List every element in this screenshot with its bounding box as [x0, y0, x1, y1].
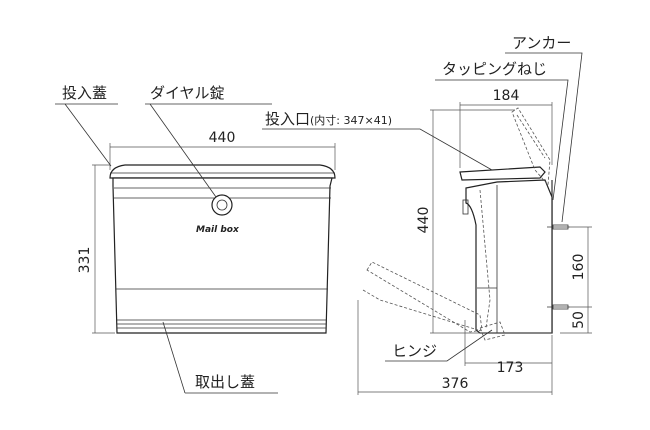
- label-hinge: ヒンジ: [392, 342, 437, 360]
- dim-anchor-spacing: 160: [571, 254, 587, 281]
- label-anchor: アンカー: [512, 34, 571, 52]
- logo: Mail box: [196, 225, 240, 235]
- dim-anchor-bottom: 50: [571, 311, 587, 329]
- label-takeout-lid: 取出し蓋: [195, 373, 255, 391]
- anchor-icon: [547, 224, 570, 310]
- side-view: 184 440 160 50 173 376 アンカー タッピングねじ 投入口(…: [262, 34, 592, 395]
- front-body: [112, 177, 333, 334]
- label-slot: 投入口(内寸: 347×41): [265, 110, 392, 128]
- label-lid: 投入蓋: [62, 84, 107, 102]
- dim-height-side: 440: [416, 207, 432, 234]
- front-lid: [109, 164, 336, 179]
- dim-width: 440: [209, 130, 236, 146]
- label-tapping-screw: タッピングねじ: [442, 60, 547, 78]
- side-lid: [459, 166, 546, 181]
- dim-height: 331: [77, 247, 93, 274]
- dim-body-depth: 173: [497, 360, 524, 376]
- front-view: Mail box 440 331 投入蓋 ダイヤル錠 取出し蓋: [55, 84, 336, 394]
- dim-top-depth: 184: [493, 88, 520, 104]
- dial-lock-icon: [211, 194, 233, 216]
- dim-open-depth: 376: [442, 376, 469, 392]
- side-body: [465, 179, 553, 334]
- label-dial-lock: ダイヤル錠: [150, 84, 225, 102]
